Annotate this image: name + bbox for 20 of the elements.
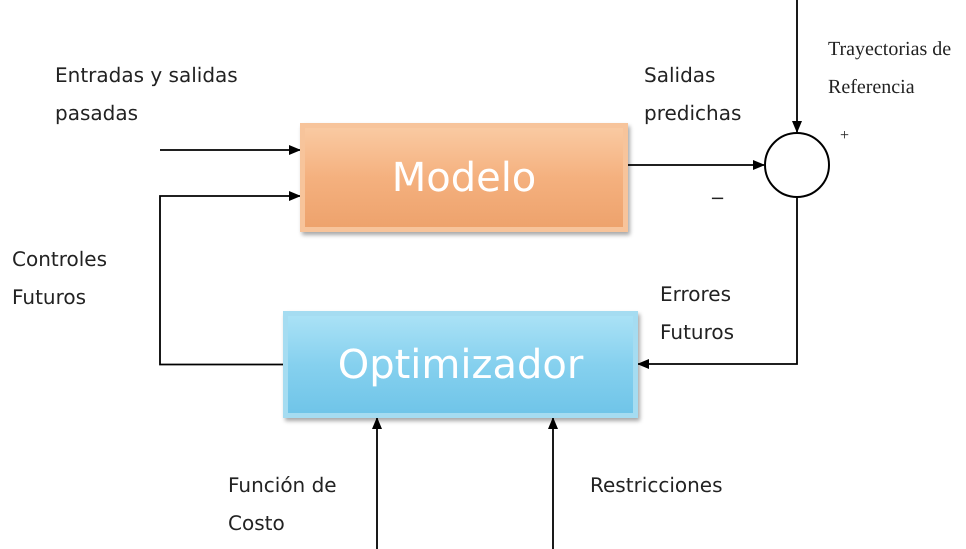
arrow [792,0,802,133]
box-label: Modelo [392,158,536,198]
edge-label: Controles Futuros [12,246,108,311]
edge-label: Salidas predichas [644,62,742,127]
edge-label: Función de Costo [228,472,338,537]
box-label: Optimizador [338,344,584,384]
process-box [283,311,638,418]
arrow [372,417,382,549]
sign-label: − [710,190,726,208]
arrow [160,145,301,155]
arrow [628,160,765,170]
arrow [548,417,558,549]
arrow [159,191,301,366]
edge-label: Entradas y salidas pasadas [55,62,239,127]
edge-label: Errores Futuros [660,281,736,346]
process-box [300,123,628,232]
edge-label: Restricciones [590,472,724,499]
edge-label: Trayectorias de Referencia [828,37,952,100]
sign-label: + [840,128,850,144]
arrow [637,198,798,369]
